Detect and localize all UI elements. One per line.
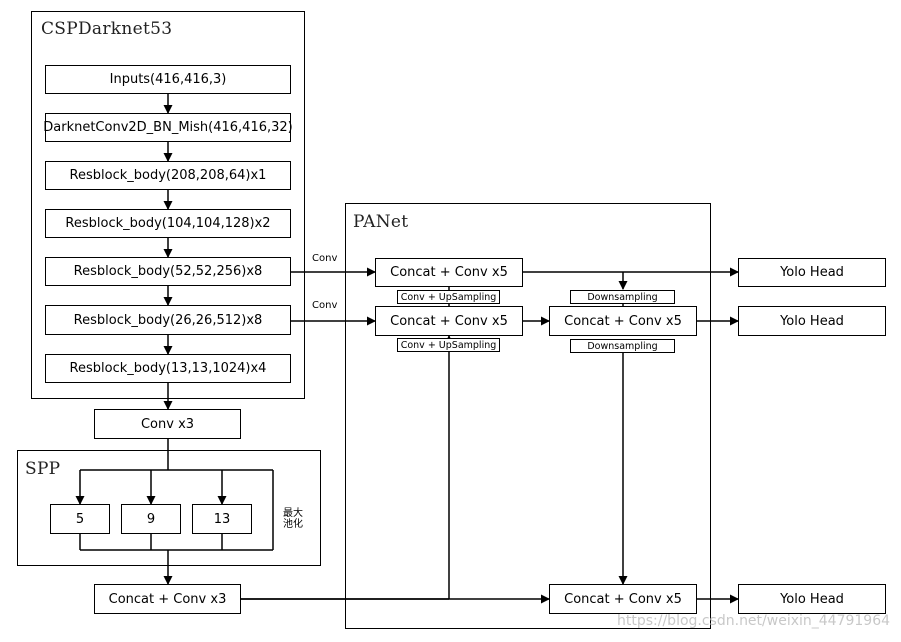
maxpool-9-block: 9 (121, 504, 181, 534)
panet-concat-top: Concat + Conv x5 (375, 258, 523, 287)
panet-group (345, 203, 711, 629)
concat-conv-x3-block: Concat + Conv x3 (94, 584, 241, 614)
maxpool-13-block: 13 (192, 504, 252, 534)
upsampling-label-top: Conv + UpSampling (397, 290, 500, 304)
watermark: https://blog.csdn.net/weixin_44791964 (617, 613, 891, 629)
panet-concat-bottom: Concat + Conv x5 (549, 584, 697, 614)
inputs-block: Inputs(416,416,3) (45, 65, 291, 94)
resblock-26-block: Resblock_body(26,26,512)x8 (45, 305, 291, 335)
resblock-208-block: Resblock_body(208,208,64)x1 (45, 161, 291, 190)
maxpool-label: 最大池化 (283, 508, 303, 530)
panet-title: PANet (353, 212, 409, 232)
yolo-head-bottom: Yolo Head (738, 584, 886, 614)
downsampling-label-top: Downsampling (570, 290, 675, 304)
upsampling-label-bottom: Conv + UpSampling (397, 338, 500, 352)
spp-group (17, 450, 321, 566)
darknet-conv-block: DarknetConv2D_BN_Mish(416,416,32) (43, 113, 293, 142)
cspdarknet53-title: CSPDarknet53 (41, 19, 173, 39)
panet-concat-mid-right: Concat + Conv x5 (549, 306, 697, 336)
panet-concat-mid-left: Concat + Conv x5 (375, 306, 523, 336)
downsampling-label-bottom: Downsampling (570, 339, 675, 353)
resblock-13-block: Resblock_body(13,13,1024)x4 (45, 354, 291, 383)
maxpool-5-block: 5 (50, 504, 110, 534)
conv-label-upper: Conv (312, 253, 338, 264)
yolo-head-top: Yolo Head (738, 258, 886, 287)
spp-title: SPP (25, 459, 61, 479)
resblock-104-block: Resblock_body(104,104,128)x2 (45, 209, 291, 238)
resblock-52-block: Resblock_body(52,52,256)x8 (45, 257, 291, 286)
yolo-head-mid: Yolo Head (738, 306, 886, 336)
conv-label-lower: Conv (312, 300, 338, 311)
conv-x3-block: Conv x3 (94, 409, 241, 439)
